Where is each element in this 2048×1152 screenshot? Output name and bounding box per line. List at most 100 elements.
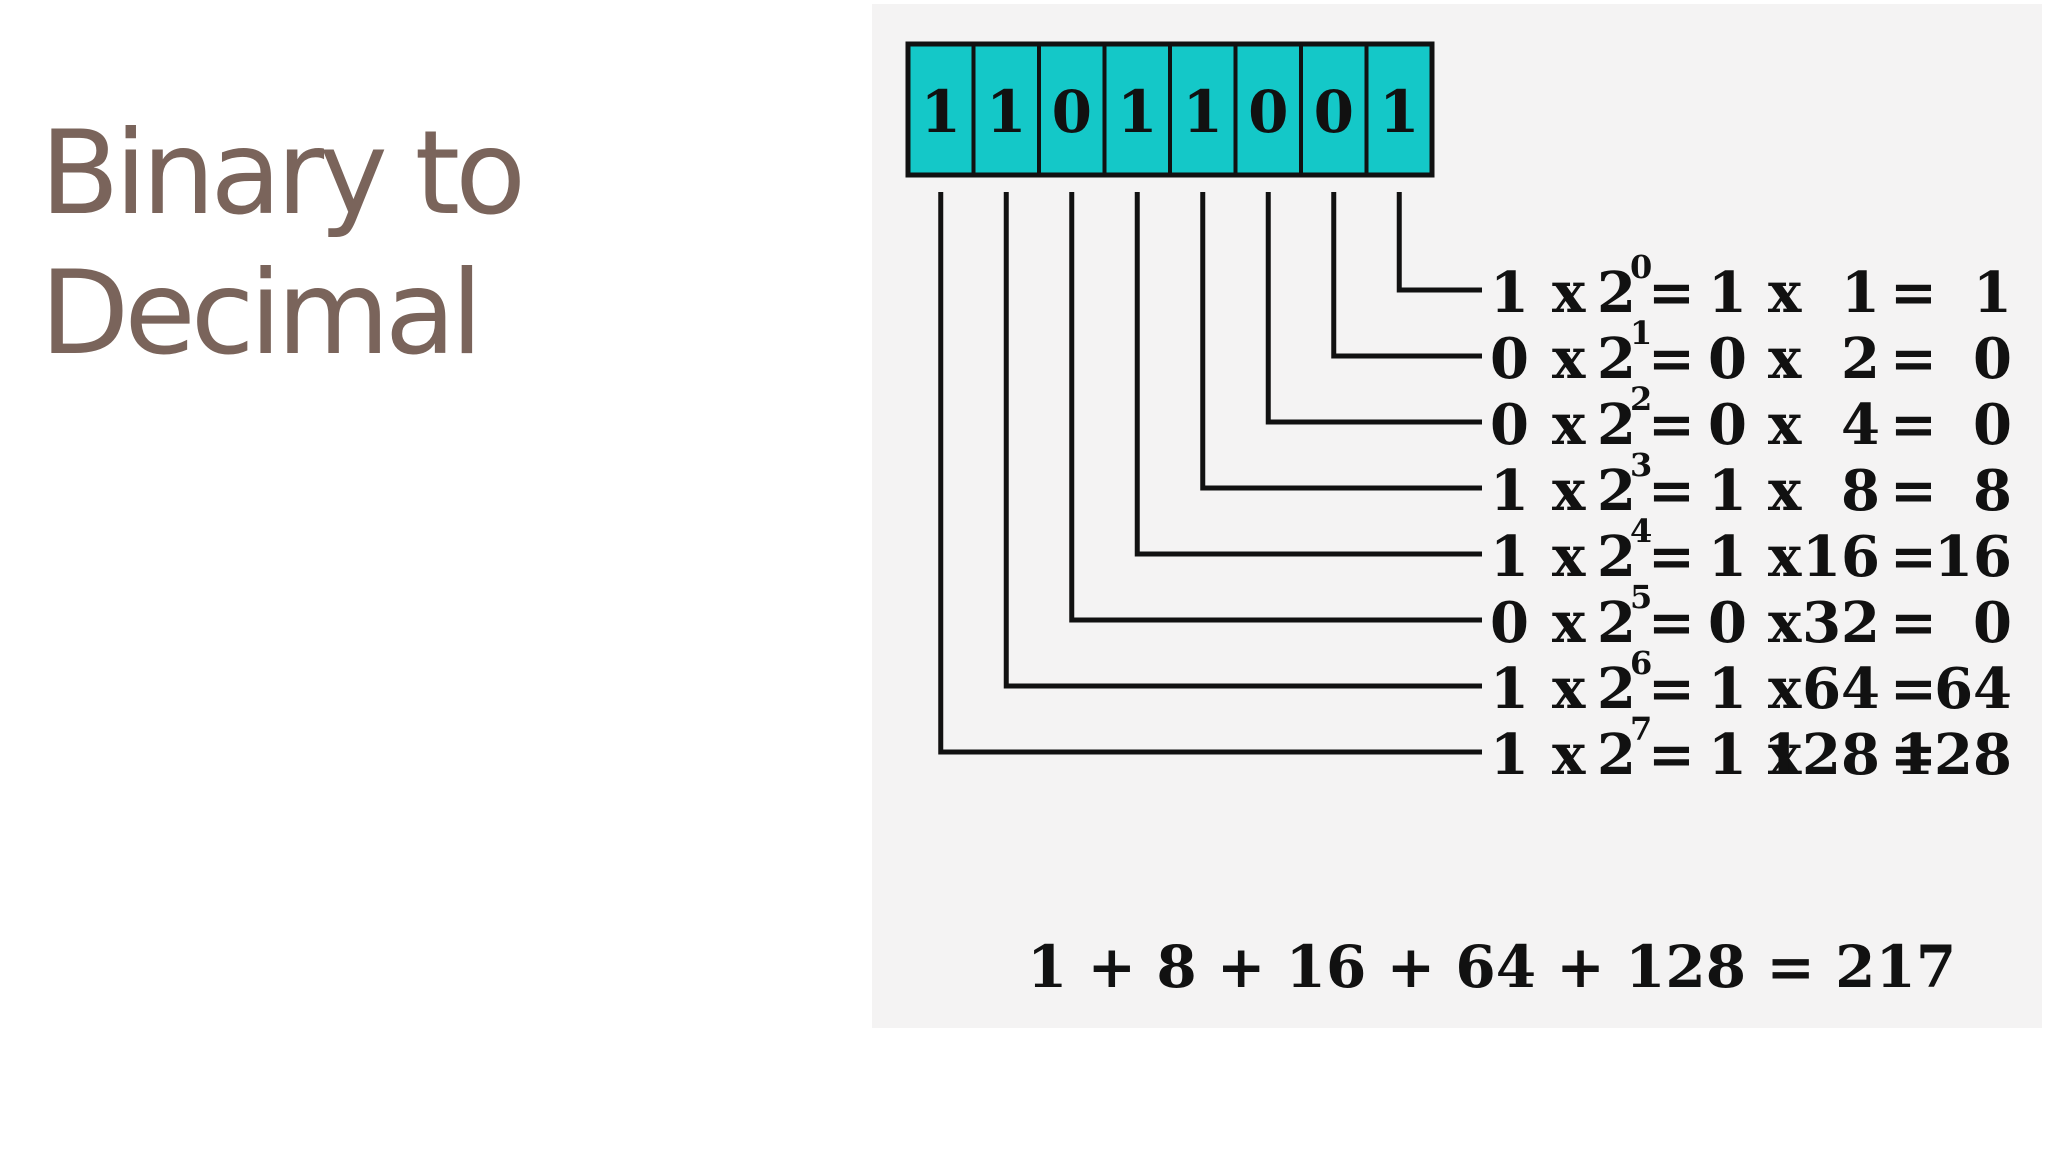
equation-times: x [1768,392,1802,458]
equation-bit: 0 [1490,590,1529,656]
equation-place-value: 32 [1802,590,1880,656]
equation-exponent: 5 [1630,578,1652,616]
equation-times: x [1768,260,1802,326]
equation-place-value: 4 [1841,392,1880,458]
equation-equals: = [1648,524,1695,590]
equation-place-value: 1 [1841,260,1880,326]
equation-equals: = [1890,260,1937,326]
bit-value: 0 [1052,78,1092,146]
bit-value: 1 [1117,78,1157,146]
equation-result: 16 [1934,524,2012,590]
equation-equals: = [1648,458,1695,524]
equation-base: 2 [1597,392,1636,458]
equation-bit: 0 [1490,326,1529,392]
equation-place-value: 8 [1841,458,1880,524]
bit-value: 1 [1379,78,1419,146]
equation-place-value: 16 [1802,524,1880,590]
equation-times: x [1768,326,1802,392]
equation-times: x [1552,392,1586,458]
equation-times: x [1552,326,1586,392]
connector-line [1134,192,1482,557]
bit-value: 1 [1183,78,1223,146]
equation-base: 2 [1597,656,1636,722]
equation-exponent: 3 [1630,446,1652,484]
equation-equals: = [1890,458,1937,524]
title-line-2: Decimal [40,246,483,381]
equation-bit: 1 [1708,722,1747,788]
equation-result: 64 [1934,656,2012,722]
title-line-1: Binary to [40,106,526,241]
equation-exponent: 7 [1630,710,1652,748]
equation-equals: = [1648,260,1695,326]
equation-equals: = [1890,656,1937,722]
equation-times: x [1552,722,1586,788]
equation-equals: = [1648,722,1695,788]
connector-line [938,192,1482,755]
equation-result: 8 [1973,458,2012,524]
connector-line [1331,192,1482,359]
equation-bit: 1 [1490,656,1529,722]
equation-times: x [1552,458,1586,524]
equation-times: x [1768,722,1802,788]
equation-equals: = [1890,722,1937,788]
equation-bit: 1 [1708,524,1747,590]
equation-base: 2 [1597,524,1636,590]
equation-bit: 1 [1708,656,1747,722]
equation-place-value: 128 [1763,722,1880,788]
equation-equals: = [1648,656,1695,722]
equation-times: x [1768,590,1802,656]
connector-line [1003,192,1482,689]
bit-value: 0 [1248,78,1288,146]
equation-exponent: 0 [1630,248,1652,286]
equation-bit: 0 [1708,326,1747,392]
bit-value: 1 [986,78,1026,146]
equation-result: 128 [1895,722,2012,788]
equation-bit: 0 [1708,590,1747,656]
equation-bit: 1 [1490,524,1529,590]
equation-bit: 1 [1490,458,1529,524]
equation-times: x [1768,656,1802,722]
connector-line [1069,192,1482,623]
equation-equals: = [1648,326,1695,392]
connector-line [1200,192,1482,491]
equation-times: x [1768,458,1802,524]
slide-title: Binary to Decimal [40,104,800,384]
equation-equals: = [1890,590,1937,656]
equation-equals: = [1890,392,1937,458]
equation-equals: = [1648,590,1695,656]
equation-bit: 1 [1708,260,1747,326]
equation-exponent: 2 [1630,380,1652,418]
equation-times: x [1552,260,1586,326]
equation-base: 2 [1597,590,1636,656]
equation-place-value: 2 [1841,326,1880,392]
equation-equals: = [1648,392,1695,458]
equation-result: 0 [1973,590,2012,656]
connector-line [1265,192,1482,425]
bit-value: 0 [1314,78,1354,146]
equation-bit: 1 [1490,260,1529,326]
equation-equals: = [1890,326,1937,392]
equation-exponent: 4 [1630,512,1652,550]
equation-base: 2 [1597,326,1636,392]
equation-bit: 0 [1490,392,1529,458]
sum-equation: 1 + 8 + 16 + 64 + 128 = 217 [1027,933,1956,1001]
equation-result: 0 [1973,326,2012,392]
equation-place-value: 64 [1802,656,1880,722]
equation-equals: = [1890,524,1937,590]
connector-lines [938,192,1482,755]
equation-exponent: 1 [1630,314,1652,352]
equation-result: 0 [1973,392,2012,458]
equation-times: x [1552,590,1586,656]
equation-bit: 1 [1490,722,1529,788]
